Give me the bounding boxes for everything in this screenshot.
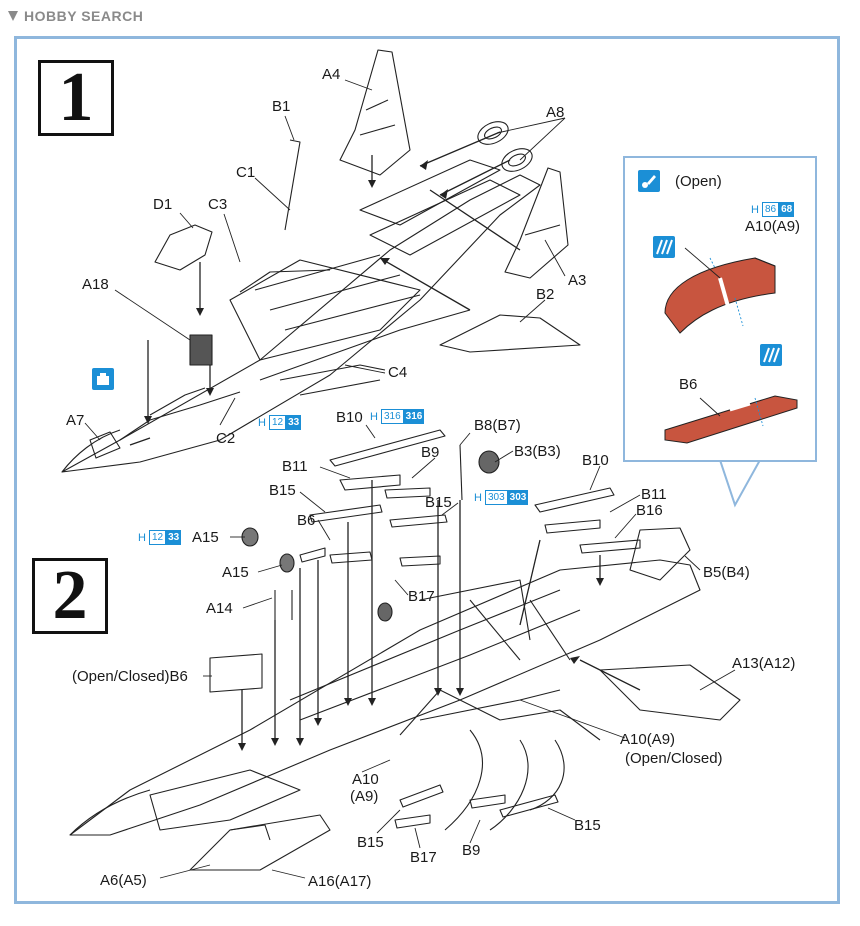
step1-part-a8: [477, 121, 533, 172]
label-b15-bottom-left: B15: [357, 834, 384, 851]
missile-b15-a: [309, 504, 383, 523]
sanding-icon: [92, 368, 114, 390]
label-c1: C1: [236, 164, 256, 181]
label-b9-bottom: B9: [462, 842, 481, 859]
thin-glue-icon-a10: [653, 236, 675, 258]
label-a3: A3: [568, 272, 587, 289]
open-pencil-icon: [638, 170, 660, 192]
label-b5: B5(B4): [703, 564, 750, 581]
paint-code-h12-step2: H 12 33: [138, 530, 182, 545]
label-d1: D1: [153, 196, 173, 213]
step1-part-a7: [89, 431, 121, 459]
watermark-text: HOBBY SEARCH: [24, 8, 144, 24]
label-a10-open-closed: (Open/Closed): [625, 750, 723, 767]
label-b8: B8(B7): [474, 417, 521, 434]
step1-part-b2: [439, 314, 581, 353]
step2-airframe: [69, 527, 741, 836]
step-2-badge: 2: [32, 558, 108, 634]
step-1-badge: 1: [38, 60, 114, 136]
step-1-number: 1: [58, 59, 94, 136]
missile-b10-a: [329, 429, 446, 467]
label-a13: A13(A12): [732, 655, 796, 672]
label-a14: A14: [206, 600, 233, 617]
missile-b15-c: [399, 784, 444, 808]
open-option-callout: (Open) H 86 68 A10(A9) B6: [623, 156, 817, 462]
missile-b10-b: [534, 487, 615, 513]
label-b15-bottom-right: B15: [574, 817, 601, 834]
label-a10-left: A10: [352, 771, 379, 788]
label-b1: B1: [272, 98, 291, 115]
label-b15-left: B15: [269, 482, 296, 499]
a10-door-painted: [664, 257, 776, 334]
callout-drawing: [664, 247, 798, 444]
label-c2: C2: [216, 430, 236, 447]
label-b17-top: B17: [408, 588, 435, 605]
step1-part-a3: [504, 167, 569, 279]
label-b2: B2: [536, 286, 555, 303]
callout-label-b6: B6: [679, 376, 698, 393]
label-a15-bottom: A15: [222, 564, 249, 581]
step-2-number: 2: [52, 557, 88, 634]
label-b10-top: B10: [336, 409, 363, 426]
label-b10-right: B10: [582, 452, 609, 469]
label-a15-top: A15: [192, 529, 219, 546]
label-a16: A16(A17): [308, 873, 372, 890]
step2-part-b6-panel: [209, 653, 263, 693]
callout-label-a10: A10(A9): [745, 218, 801, 235]
label-a8: A8: [546, 104, 565, 121]
missile-b15-d: [499, 794, 559, 818]
step1-seat: [189, 334, 213, 366]
hobby-search-watermark: HOBBY SEARCH: [6, 5, 143, 27]
wheel-b3: [478, 450, 500, 474]
label-b16: B16: [636, 502, 663, 519]
step1-part-d1: [154, 224, 213, 271]
label-c4: C4: [388, 364, 408, 381]
label-a6: A6(A5): [100, 872, 147, 889]
label-a7: A7: [66, 412, 85, 429]
label-open-closed-b6: (Open/Closed)B6: [72, 668, 188, 685]
paint-code-h316: H 316 316: [370, 409, 425, 424]
thin-glue-icon-b6: [760, 344, 782, 366]
label-a18: A18: [82, 276, 109, 293]
paint-code-h86: H 86 68: [751, 202, 795, 217]
instruction-frame: [14, 36, 840, 904]
step1-airframe: [61, 159, 541, 473]
missile-b15-b: [389, 514, 448, 528]
step1-part-a4: [339, 49, 411, 176]
step1-part-b1: [284, 139, 301, 231]
hobby-search-logo-icon: [8, 11, 18, 21]
b6-panel-painted: [664, 395, 798, 444]
label-b11-left: B11: [282, 458, 308, 475]
label-c3: C3: [208, 196, 228, 213]
label-b17-bottom: B17: [410, 849, 437, 866]
open-label: (Open): [675, 173, 722, 190]
label-a4: A4: [322, 66, 341, 83]
label-b3: B3(B3): [514, 443, 561, 460]
label-a10-right: A10(A9): [620, 731, 676, 748]
label-b11-right: B11: [641, 486, 667, 503]
label-b9-top: B9: [421, 444, 440, 461]
label-a9-left: (A9): [350, 788, 379, 805]
label-b15-mid: B15: [425, 494, 452, 511]
paint-code-h303: H 303 303: [474, 490, 529, 505]
paint-code-h12-step1: H 12 33: [258, 415, 302, 430]
label-b6-small: B6: [297, 512, 316, 529]
wheel-b17: [377, 602, 393, 622]
wheel-a15-b: [279, 553, 295, 573]
step2-part-a6: [189, 814, 331, 871]
